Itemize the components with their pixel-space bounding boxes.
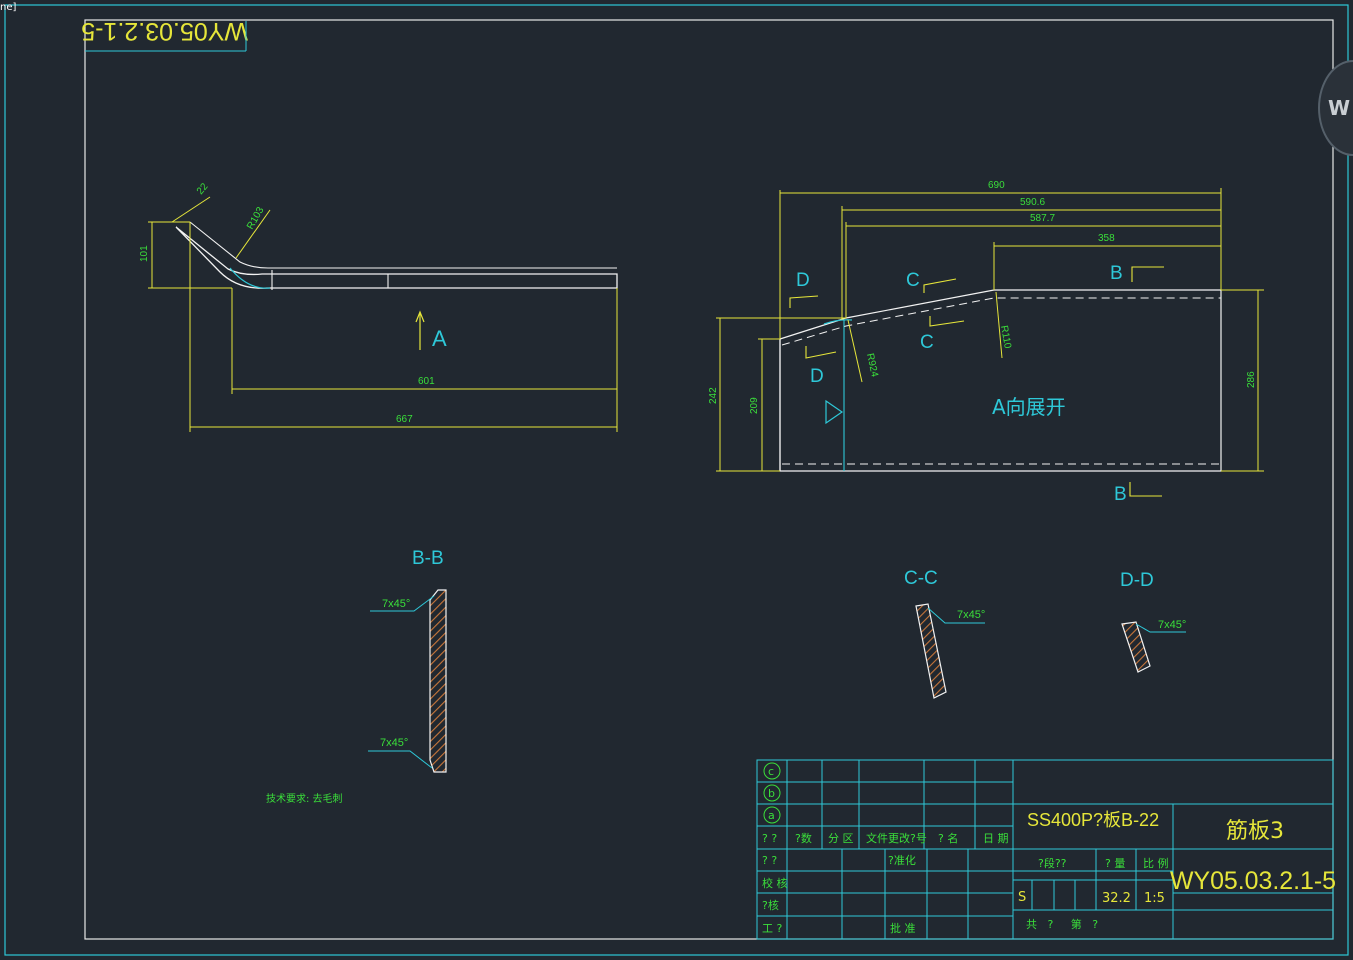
section-mark-b-top: B [1110, 263, 1123, 284]
section-arrow-c-bottom [929, 316, 965, 327]
tb-scale-label: 比 例 [1143, 856, 1169, 870]
section-bb-chamfer-top: 7x45° [382, 598, 410, 610]
dim-r110: R110 [998, 325, 1013, 350]
title-block [756, 759, 1334, 940]
dim-5906: 590.6 [1020, 197, 1045, 208]
tb-row-standard: ?准化 [888, 853, 916, 867]
section-cc-shape [915, 603, 947, 699]
section-mark-b-bottom: B [1114, 484, 1127, 505]
dim-101: 101 [139, 245, 150, 262]
section-arrow-d-bottom [805, 346, 837, 359]
section-dd-title: D-D [1120, 570, 1154, 591]
tb-row-check: 校 核 [762, 876, 788, 890]
section-dd-chamfer: 7x45° [1158, 619, 1186, 631]
revision-a-circle [763, 806, 781, 824]
dim-r103: R103 [245, 205, 267, 232]
section-arrow-b-bottom [1129, 482, 1162, 497]
tb-row-review: ?核 [762, 898, 779, 912]
mirrored-code: WY05.03.2.1-5 [81, 17, 248, 52]
tb-header-count: ?数 [795, 832, 812, 845]
revision-c-circle [763, 762, 781, 780]
section-dd-leader [1135, 623, 1186, 633]
window-title-fragment: ne] [0, 2, 17, 13]
dim-r924: R924 [864, 352, 880, 378]
revision-b: b [768, 787, 775, 800]
dim-667: 667 [396, 414, 413, 425]
tb-part-name: 筋板3 [1226, 819, 1284, 844]
tb-stage-value: S [1018, 890, 1026, 905]
tb-weight: 32.2 [1102, 891, 1131, 906]
dim-358: 358 [1098, 233, 1115, 244]
side-view-plate-outer [175, 226, 618, 289]
tb-drawing-no: WY05.03.2.1-5 [1170, 867, 1336, 895]
unfolded-fillet [823, 319, 853, 325]
unfolded-dashed-top [781, 297, 1221, 346]
dim-22-line [171, 196, 211, 223]
side-view: 101 22 R103 601 667 A [139, 181, 618, 432]
tb-header-mark: ? ? [762, 832, 777, 845]
dim-r110-leader [995, 291, 1003, 359]
unfolded-view: 690 590.6 587.7 358 R110 R924 242 209 28… [708, 180, 1264, 505]
dim-242: 242 [708, 387, 719, 404]
section-arrow-d-top [789, 295, 819, 308]
section-mark-d-top: D [796, 270, 810, 291]
section-bb-leader-bottom [368, 750, 433, 769]
revision-a: a [768, 809, 775, 822]
dim-209: 209 [749, 397, 760, 414]
revision-b-circle [763, 784, 781, 802]
revision-c: c [768, 765, 774, 778]
side-view-fillet [229, 267, 271, 289]
tb-scale: 1:5 [1144, 891, 1165, 906]
tb-material: SS400P?板B-22 [1027, 810, 1159, 830]
section-bb-title: B-B [412, 548, 444, 569]
tb-row-approve: 批 准 [890, 921, 916, 935]
section-bb: B-B 7x45° 7x45° [368, 548, 447, 773]
tb-header-date: 日 期 [983, 832, 1009, 845]
section-cc-chamfer: 7x45° [957, 609, 985, 621]
section-dd-shape [1121, 621, 1151, 673]
side-view-plate-inner [189, 221, 617, 269]
drawing-border [84, 19, 1334, 940]
dim-5877: 587.7 [1030, 213, 1055, 224]
outer-frame [4, 4, 1349, 956]
tb-row-design: ? ? [762, 854, 777, 867]
dim-22: 22 [195, 181, 211, 197]
view-a-arrow-head [415, 310, 425, 323]
section-cc-title: C-C [904, 568, 938, 589]
weld-triangle-icon [825, 399, 844, 425]
title-block-text: c b a ? ? ?数 分 区 文件更改?号 ? 名 日 期 ? ? ?准化 … [762, 762, 1336, 935]
section-bb-shape [429, 589, 447, 773]
mirrored-code-text: WY05.03.2.1-5 [81, 17, 248, 45]
unfolded-title: A向展开 [992, 395, 1066, 419]
view-a-label: A [432, 326, 447, 351]
section-arrow-c-top [923, 278, 957, 293]
tb-header-sign: ? 名 [938, 831, 958, 845]
tb-header-zone: 分 区 [828, 832, 854, 845]
section-cc-leader [927, 607, 985, 624]
tb-header-doc: 文件更改?号 [866, 831, 927, 845]
tb-weight-label: ? 量 [1105, 857, 1125, 870]
dim-r103-leader [235, 209, 271, 259]
dim-690: 690 [988, 180, 1005, 191]
tb-row-craft: 工 ? [762, 922, 782, 935]
section-mark-d-bottom: D [810, 366, 824, 387]
section-cc: C-C 7x45° [904, 568, 985, 699]
tech-note: 技术要求: 去毛刺 [266, 792, 343, 805]
dim-r924-leader [847, 319, 863, 383]
section-arrow-b-top [1131, 266, 1164, 282]
section-bb-leader-top [370, 595, 435, 612]
section-dd: D-D 7x45° [1120, 570, 1186, 673]
dim-286: 286 [1246, 371, 1257, 388]
tb-stage-label: ?段?? [1038, 856, 1067, 870]
section-mark-c-bottom: C [920, 332, 934, 353]
section-bb-chamfer-bottom: 7x45° [380, 737, 408, 749]
tb-sheets: 共 ? 第 ? [1026, 917, 1098, 931]
dim-601: 601 [418, 376, 435, 387]
section-mark-c-top: C [906, 270, 920, 291]
